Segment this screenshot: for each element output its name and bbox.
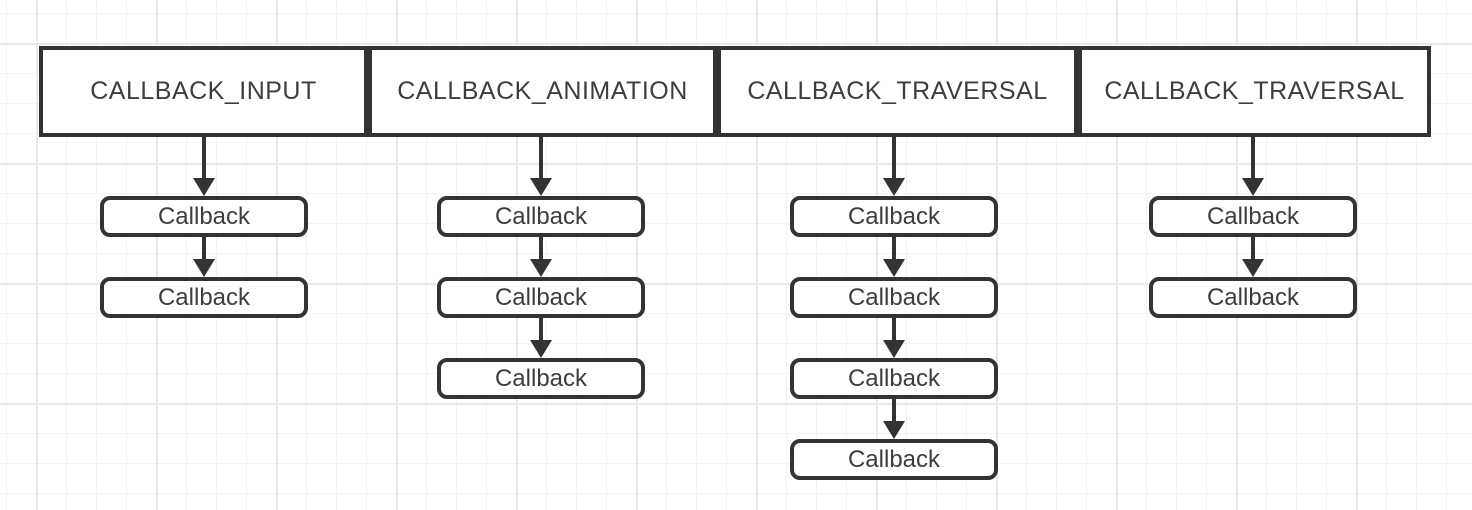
callback-node-label: Callback (1206, 283, 1300, 311)
arrow-down-icon (1241, 137, 1265, 196)
arrow-down-icon (1241, 237, 1265, 277)
header-label: CALLBACK_INPUT (90, 77, 317, 105)
header-cell-callback-traversal-1: CALLBACK_TRAVERSAL (717, 46, 1078, 137)
callback-node-label: Callback (157, 202, 251, 230)
arrow-down-icon (882, 137, 906, 196)
arrow-down-icon (529, 137, 553, 196)
callback-node: Callback (437, 277, 645, 318)
callback-node: Callback (437, 358, 645, 399)
arrow-down-icon (192, 237, 216, 277)
callback-node-label: Callback (847, 202, 941, 230)
callback-node: Callback (437, 196, 645, 237)
callback-node-label: Callback (847, 283, 941, 311)
callback-node: Callback (790, 358, 998, 399)
callback-node-label: Callback (494, 283, 588, 311)
callback-type-header-row: CALLBACK_INPUT CALLBACK_ANIMATION CALLBA… (39, 46, 1431, 137)
callback-node: Callback (1149, 277, 1357, 318)
header-label: CALLBACK_TRAVERSAL (1104, 77, 1405, 105)
callback-node-label: Callback (157, 283, 251, 311)
callback-node-label: Callback (847, 445, 941, 473)
header-cell-callback-traversal-2: CALLBACK_TRAVERSAL (1078, 46, 1431, 137)
callback-node: Callback (790, 439, 998, 480)
arrow-down-icon (882, 318, 906, 358)
callback-node: Callback (100, 196, 308, 237)
callback-chain-traversal-1: Callback Callback Callback Callback (790, 137, 998, 480)
callback-node: Callback (790, 277, 998, 318)
callback-chain-traversal-2: Callback Callback (1149, 137, 1357, 318)
header-cell-callback-input: CALLBACK_INPUT (39, 46, 368, 137)
callback-node-label: Callback (494, 202, 588, 230)
header-label: CALLBACK_ANIMATION (397, 77, 688, 105)
callback-chain-input: Callback Callback (100, 137, 308, 318)
callback-node-label: Callback (494, 364, 588, 392)
callback-node: Callback (100, 277, 308, 318)
header-label: CALLBACK_TRAVERSAL (747, 77, 1048, 105)
callback-node-label: Callback (1206, 202, 1300, 230)
arrow-down-icon (529, 318, 553, 358)
arrow-down-icon (529, 237, 553, 277)
arrow-down-icon (192, 137, 216, 196)
callback-node: Callback (1149, 196, 1357, 237)
callback-node-label: Callback (847, 364, 941, 392)
header-cell-callback-animation: CALLBACK_ANIMATION (368, 46, 717, 137)
arrow-down-icon (882, 399, 906, 439)
callback-node: Callback (790, 196, 998, 237)
arrow-down-icon (882, 237, 906, 277)
callback-chain-animation: Callback Callback Callback (437, 137, 645, 399)
